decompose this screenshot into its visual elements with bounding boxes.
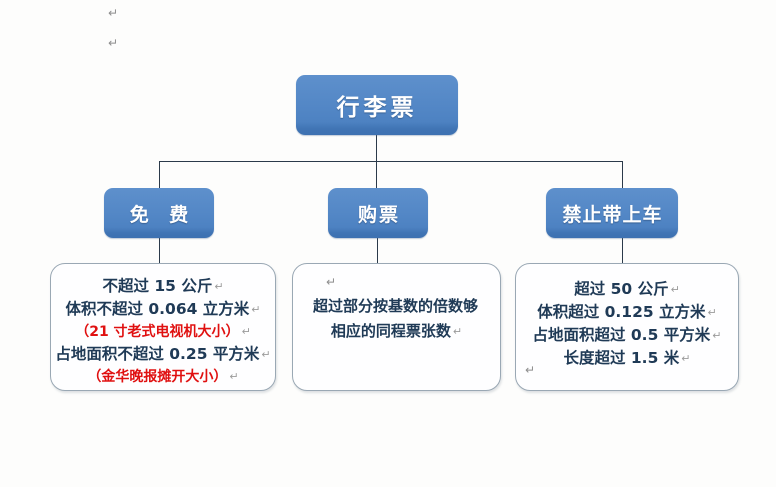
detail-lines-ban: 超过 50 公斤↵ 体积超过 0.125 立方米↵ 占地面积超过 0.5 平方米…	[516, 278, 738, 370]
detail-line-text: 体积超过 0.125 立方米	[537, 303, 706, 321]
detail-line-text: 相应的同程票张数	[330, 322, 451, 340]
detail-line-text: （金华晚报摊开大小）	[87, 369, 228, 385]
node-free[interactable]: 免 费	[104, 188, 214, 238]
detail-line: 超过部分按基数的倍数够	[293, 294, 500, 319]
paragraph-mark-icon: ↵	[452, 325, 463, 338]
detail-line-text: 体积不超过 0.064 立方米	[65, 300, 250, 318]
node-buy[interactable]: 购票	[328, 188, 428, 238]
paragraph-mark-icon: ↵	[108, 6, 119, 20]
detail-line-text: 超过 50 公斤	[574, 280, 669, 298]
node-buy-label: 购票	[357, 203, 400, 226]
paragraph-mark-icon: ↵	[241, 325, 251, 338]
connector-branch-free	[159, 161, 160, 188]
paragraph-mark-icon: ↵	[251, 303, 261, 316]
detail-line-text: 占地面积不超过 0.25 平方米	[55, 345, 260, 363]
paragraph-mark-icon: ↵	[670, 283, 680, 296]
node-ban[interactable]: 禁止带上车	[546, 188, 678, 238]
detail-line-text: （21 寸老式电视机大小）	[75, 324, 240, 340]
detail-line: 体积不超过 0.064 立方米↵	[51, 298, 275, 321]
connector-buy-to-detail	[377, 238, 378, 263]
detail-line-highlight: （金华晚报摊开大小）↵	[51, 366, 275, 388]
detail-line: 长度超过 1.5 米↵	[516, 347, 738, 370]
detail-line-highlight: （21 寸老式电视机大小）↵	[51, 321, 275, 343]
connector-free-to-detail	[159, 238, 160, 263]
detail-line: 占地面积超过 0.5 平方米↵	[516, 324, 738, 347]
detail-box-free: 不超过 15 公斤↵ 体积不超过 0.064 立方米↵ （21 寸老式电视机大小…	[50, 263, 276, 391]
paragraph-mark-icon: ↵	[229, 370, 239, 383]
connector-ban-to-detail	[622, 238, 623, 263]
paragraph-mark-icon: ↵	[214, 280, 224, 293]
detail-line-text: 不超过 15 公斤	[102, 277, 213, 295]
node-root-label: 行李票	[336, 95, 418, 121]
paragraph-mark-icon: ↵	[707, 306, 717, 319]
detail-line: 相应的同程票张数↵	[293, 319, 500, 344]
paragraph-mark-icon: ↵	[525, 363, 536, 377]
paragraph-mark-icon: ↵	[261, 348, 271, 361]
paragraph-mark-icon: ↵	[712, 329, 722, 342]
node-root[interactable]: 行李票	[296, 75, 458, 135]
detail-lines-free: 不超过 15 公斤↵ 体积不超过 0.064 立方米↵ （21 寸老式电视机大小…	[51, 275, 275, 388]
detail-box-ban: 超过 50 公斤↵ 体积超过 0.125 立方米↵ 占地面积超过 0.5 平方米…	[515, 263, 739, 391]
detail-line: 不超过 15 公斤↵	[51, 275, 275, 298]
detail-line-text: 长度超过 1.5 米	[563, 349, 680, 367]
node-free-label: 免 费	[129, 203, 196, 226]
node-ban-label: 禁止带上车	[562, 203, 663, 226]
detail-line: 占地面积不超过 0.25 平方米↵	[51, 343, 275, 366]
detail-box-buy: ↵ 超过部分按基数的倍数够 相应的同程票张数↵	[292, 263, 501, 391]
connector-horizontal-bus	[159, 161, 623, 162]
detail-lines-buy: 超过部分按基数的倍数够 相应的同程票张数↵	[293, 294, 500, 344]
detail-line: 体积超过 0.125 立方米↵	[516, 301, 738, 324]
paragraph-mark-icon: ↵	[326, 275, 337, 289]
connector-branch-ban	[622, 161, 623, 188]
paragraph-mark-icon: ↵	[108, 36, 119, 50]
detail-line-text: 超过部分按基数的倍数够	[312, 297, 478, 315]
paragraph-mark-icon: ↵	[681, 352, 691, 365]
detail-line-text: 占地面积超过 0.5 平方米	[532, 326, 711, 344]
detail-line: 超过 50 公斤↵	[516, 278, 738, 301]
